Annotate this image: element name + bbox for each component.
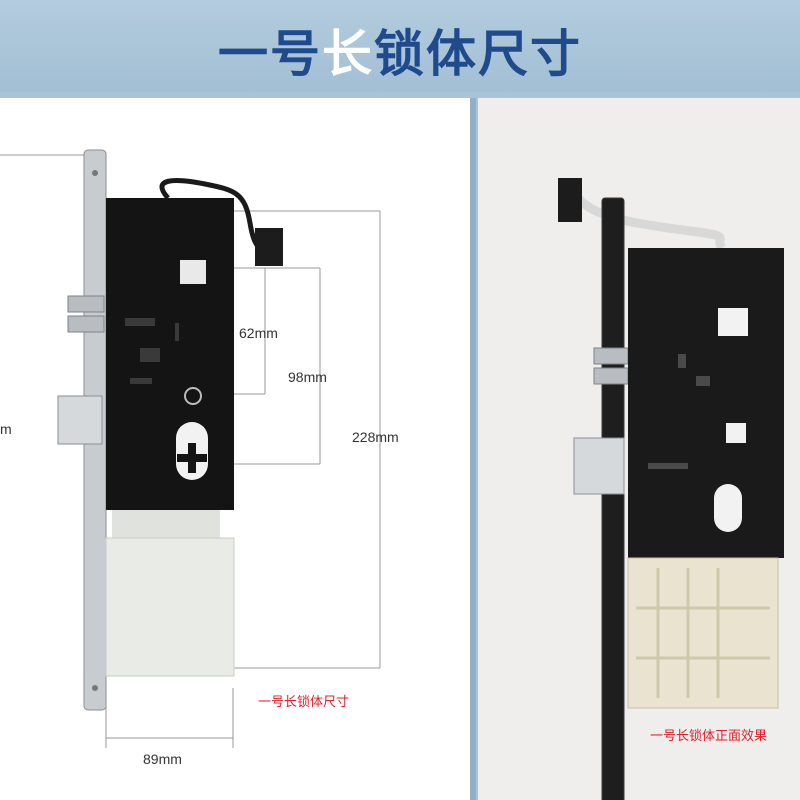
housing-ribs [636,568,770,698]
wire-connector [558,178,582,222]
header-banner: 一号长锁体尺寸 [0,0,800,92]
title-prefix: 一号 [218,25,322,83]
faceplate-screw [92,170,98,176]
faceplate-screw [92,685,98,691]
cylinder-cross [177,454,207,462]
front-view-photo: 一号长锁体正面效果 [558,178,784,800]
latch-bolt [67,315,105,333]
lock-body [106,198,234,510]
body-details [648,354,710,469]
dimension-photo: m 62mm 98mm 228mm 89mm 一号长锁体尺寸 [0,149,399,767]
title-highlight: 长 [322,25,374,83]
lock-body [628,248,784,558]
title-suffix: 锁体尺寸 [374,25,582,83]
motor-mount [112,510,220,542]
dimension-width: 89mm [143,751,182,767]
wire-cable [574,194,726,251]
front-view-panel: 一号长锁体正面效果 [478,98,800,800]
latch-bolt [593,367,629,385]
square-hole [726,423,746,443]
wire-connector [255,228,283,266]
dimension-spindle-gap: 62mm [239,325,278,341]
deadbolt [57,395,103,445]
dimension-cylinder-gap: 98mm [288,369,327,385]
dimension-photo-panel: m 62mm 98mm 228mm 89mm 一号长锁体尺寸 [0,98,476,800]
dimension-total-height: 228mm [352,429,399,445]
screw-hole [184,387,202,405]
spindle-hole [718,308,748,336]
spindle-hole [180,260,206,284]
latch-bolt [67,295,105,313]
cylinder-hole [714,484,742,532]
right-caption: 一号长锁体正面效果 [650,728,767,744]
electronics-housing [105,537,235,677]
electronics-housing [627,557,779,709]
latch-bolt [593,347,629,365]
dimension-left-cut: m [0,421,12,437]
deadbolt [573,437,625,495]
left-caption: 一号长锁体尺寸 [258,694,349,710]
faceplate [601,197,625,800]
page-title: 一号长锁体尺寸 [218,14,582,86]
body-details [125,318,179,384]
